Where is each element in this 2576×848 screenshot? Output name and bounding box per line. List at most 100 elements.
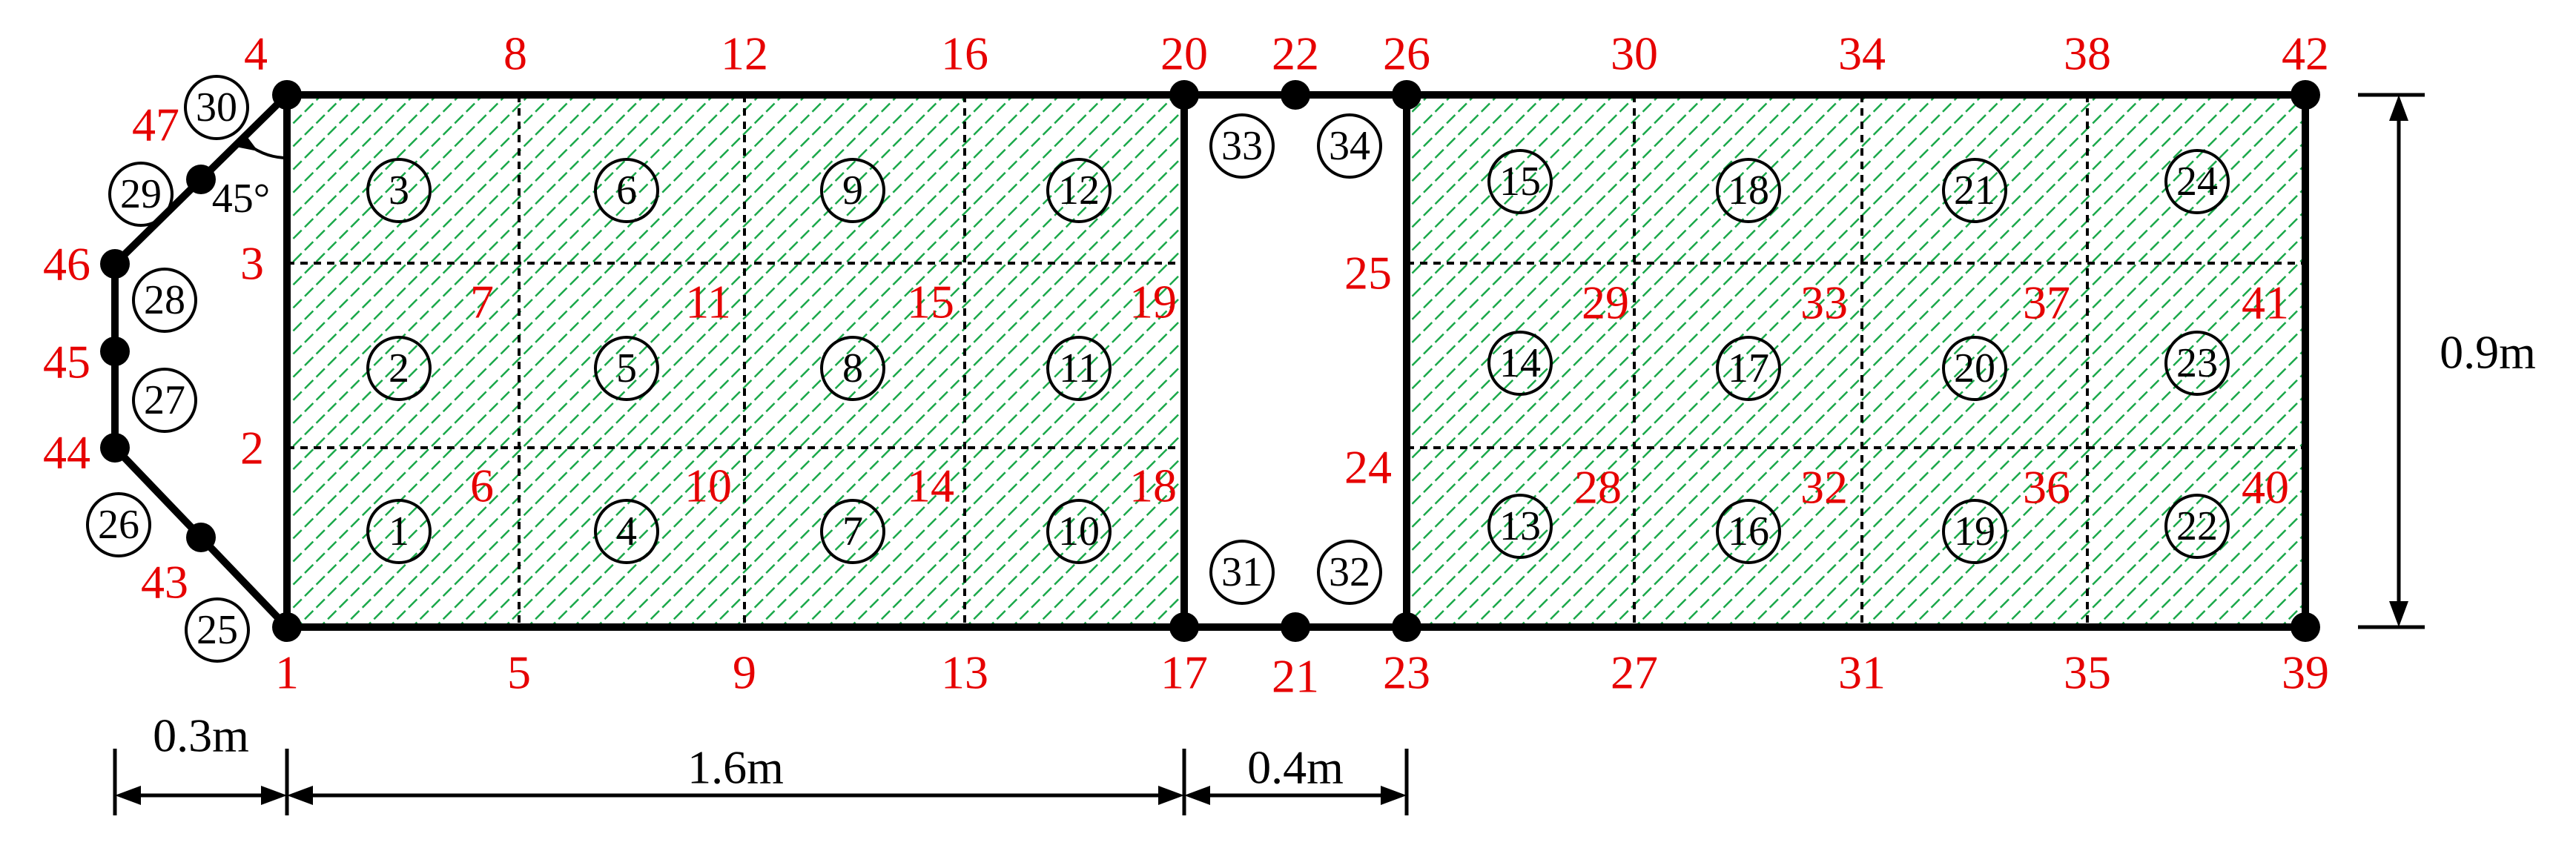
element-label-20: 20: [1954, 345, 1995, 391]
element-circle-5: [594, 336, 659, 401]
element-circle-20: [1942, 336, 2007, 401]
node-label-13: 13: [941, 646, 988, 699]
node-label-7: 7: [470, 276, 494, 328]
element-label-30: 30: [196, 85, 237, 130]
element-circle-15: [1487, 149, 1553, 214]
element-circle-19: [1942, 499, 2007, 564]
node-label-43: 43: [141, 556, 188, 609]
node-label-28: 28: [1574, 461, 1622, 514]
element-label-4: 4: [616, 509, 637, 554]
node-dot: [1392, 612, 1421, 642]
element-circle-14: [1487, 331, 1553, 396]
element-label-3: 3: [389, 168, 409, 213]
node-label-33: 33: [1800, 276, 1848, 329]
node-label-35: 35: [2064, 646, 2111, 699]
node-label-37: 37: [2023, 276, 2070, 329]
mesh-gridlines: [287, 95, 2305, 627]
element-label-2: 2: [389, 345, 409, 391]
element-label-13: 13: [1499, 503, 1541, 549]
dimension-taper-width: 0.3m: [153, 709, 249, 762]
node-label-5: 5: [507, 646, 531, 699]
node-label-2: 2: [240, 422, 264, 474]
element-circle-34: [1317, 113, 1382, 179]
angle-arrowhead: [236, 133, 258, 151]
element-label-22: 22: [2176, 503, 2218, 549]
element-label-32: 32: [1329, 549, 1370, 595]
element-circle-31: [1209, 540, 1275, 605]
node-label-45: 45: [43, 336, 90, 388]
right-panel-hatch: [1407, 95, 2305, 627]
node-label-19: 19: [1129, 276, 1177, 328]
node-dot: [1169, 612, 1199, 642]
element-label-14: 14: [1499, 340, 1541, 386]
dimension-left-panel-width: 1.6m: [687, 741, 784, 794]
node-label-15: 15: [907, 276, 954, 328]
node-label-14: 14: [907, 460, 954, 512]
element-label-9: 9: [842, 168, 863, 213]
node-label-39: 39: [2282, 646, 2329, 699]
element-circle-32: [1317, 540, 1382, 605]
left-panel-hatch: [287, 95, 1184, 627]
node-label-10: 10: [684, 460, 732, 512]
element-circle-26: [86, 492, 151, 557]
element-label-16: 16: [1728, 509, 1769, 554]
element-circle-27: [132, 368, 197, 433]
dimension-height: 0.9m: [2440, 326, 2536, 379]
dimension-gap-width: 0.4m: [1247, 741, 1344, 794]
dimension-lines: [113, 93, 2425, 815]
element-circle-33: [1209, 113, 1275, 179]
node-label-3: 3: [240, 237, 264, 290]
element-circle-7: [820, 499, 885, 564]
element-label-8: 8: [842, 345, 863, 391]
element-circle-12: [1046, 158, 1112, 223]
element-circle-8: [820, 336, 885, 401]
node-label-44: 44: [43, 426, 90, 479]
node-label-40: 40: [2242, 461, 2289, 514]
element-circle-11: [1046, 336, 1112, 401]
node-label-31: 31: [1838, 646, 1886, 699]
node-dot: [186, 523, 216, 552]
element-label-7: 7: [842, 509, 863, 554]
node-dot: [1281, 612, 1310, 642]
node-label-38: 38: [2064, 27, 2111, 80]
element-circle-1: [366, 499, 432, 564]
node-label-27: 27: [1611, 646, 1658, 699]
element-label-10: 10: [1058, 509, 1100, 554]
node-label-1: 1: [275, 646, 299, 699]
node-label-25: 25: [1344, 247, 1392, 299]
element-label-33: 33: [1221, 123, 1263, 169]
element-circle-28: [132, 268, 197, 333]
node-label-9: 9: [733, 646, 756, 699]
element-label-34: 34: [1329, 123, 1370, 169]
element-label-26: 26: [98, 502, 139, 548]
element-label-11: 11: [1059, 345, 1099, 391]
node-label-46: 46: [43, 238, 90, 291]
node-label-26: 26: [1383, 27, 1430, 80]
element-label-6: 6: [616, 168, 637, 213]
node-dot: [1169, 80, 1199, 110]
node-label-24: 24: [1344, 441, 1392, 494]
element-circle-10: [1046, 499, 1112, 564]
element-circle-22: [2164, 494, 2230, 559]
node-label-42: 42: [2282, 27, 2329, 80]
angle-label: 45°: [212, 176, 270, 222]
node-label-20: 20: [1160, 27, 1208, 80]
node-label-8: 8: [503, 27, 527, 80]
node-label-32: 32: [1800, 461, 1848, 514]
node-label-4: 4: [244, 27, 268, 80]
node-label-18: 18: [1129, 460, 1177, 512]
node-label-30: 30: [1611, 27, 1658, 80]
node-dots: [100, 80, 2320, 642]
element-circle-21: [1942, 158, 2007, 223]
node-label-34: 34: [1838, 27, 1886, 80]
element-label-21: 21: [1954, 168, 1995, 213]
node-label-12: 12: [721, 27, 768, 80]
element-label-28: 28: [144, 277, 185, 323]
node-label-23: 23: [1383, 646, 1430, 699]
node-dot: [1281, 80, 1310, 110]
node-label-29: 29: [1582, 276, 1629, 329]
element-label-17: 17: [1728, 345, 1769, 391]
node-dot: [272, 80, 302, 110]
node-dot: [100, 249, 130, 279]
